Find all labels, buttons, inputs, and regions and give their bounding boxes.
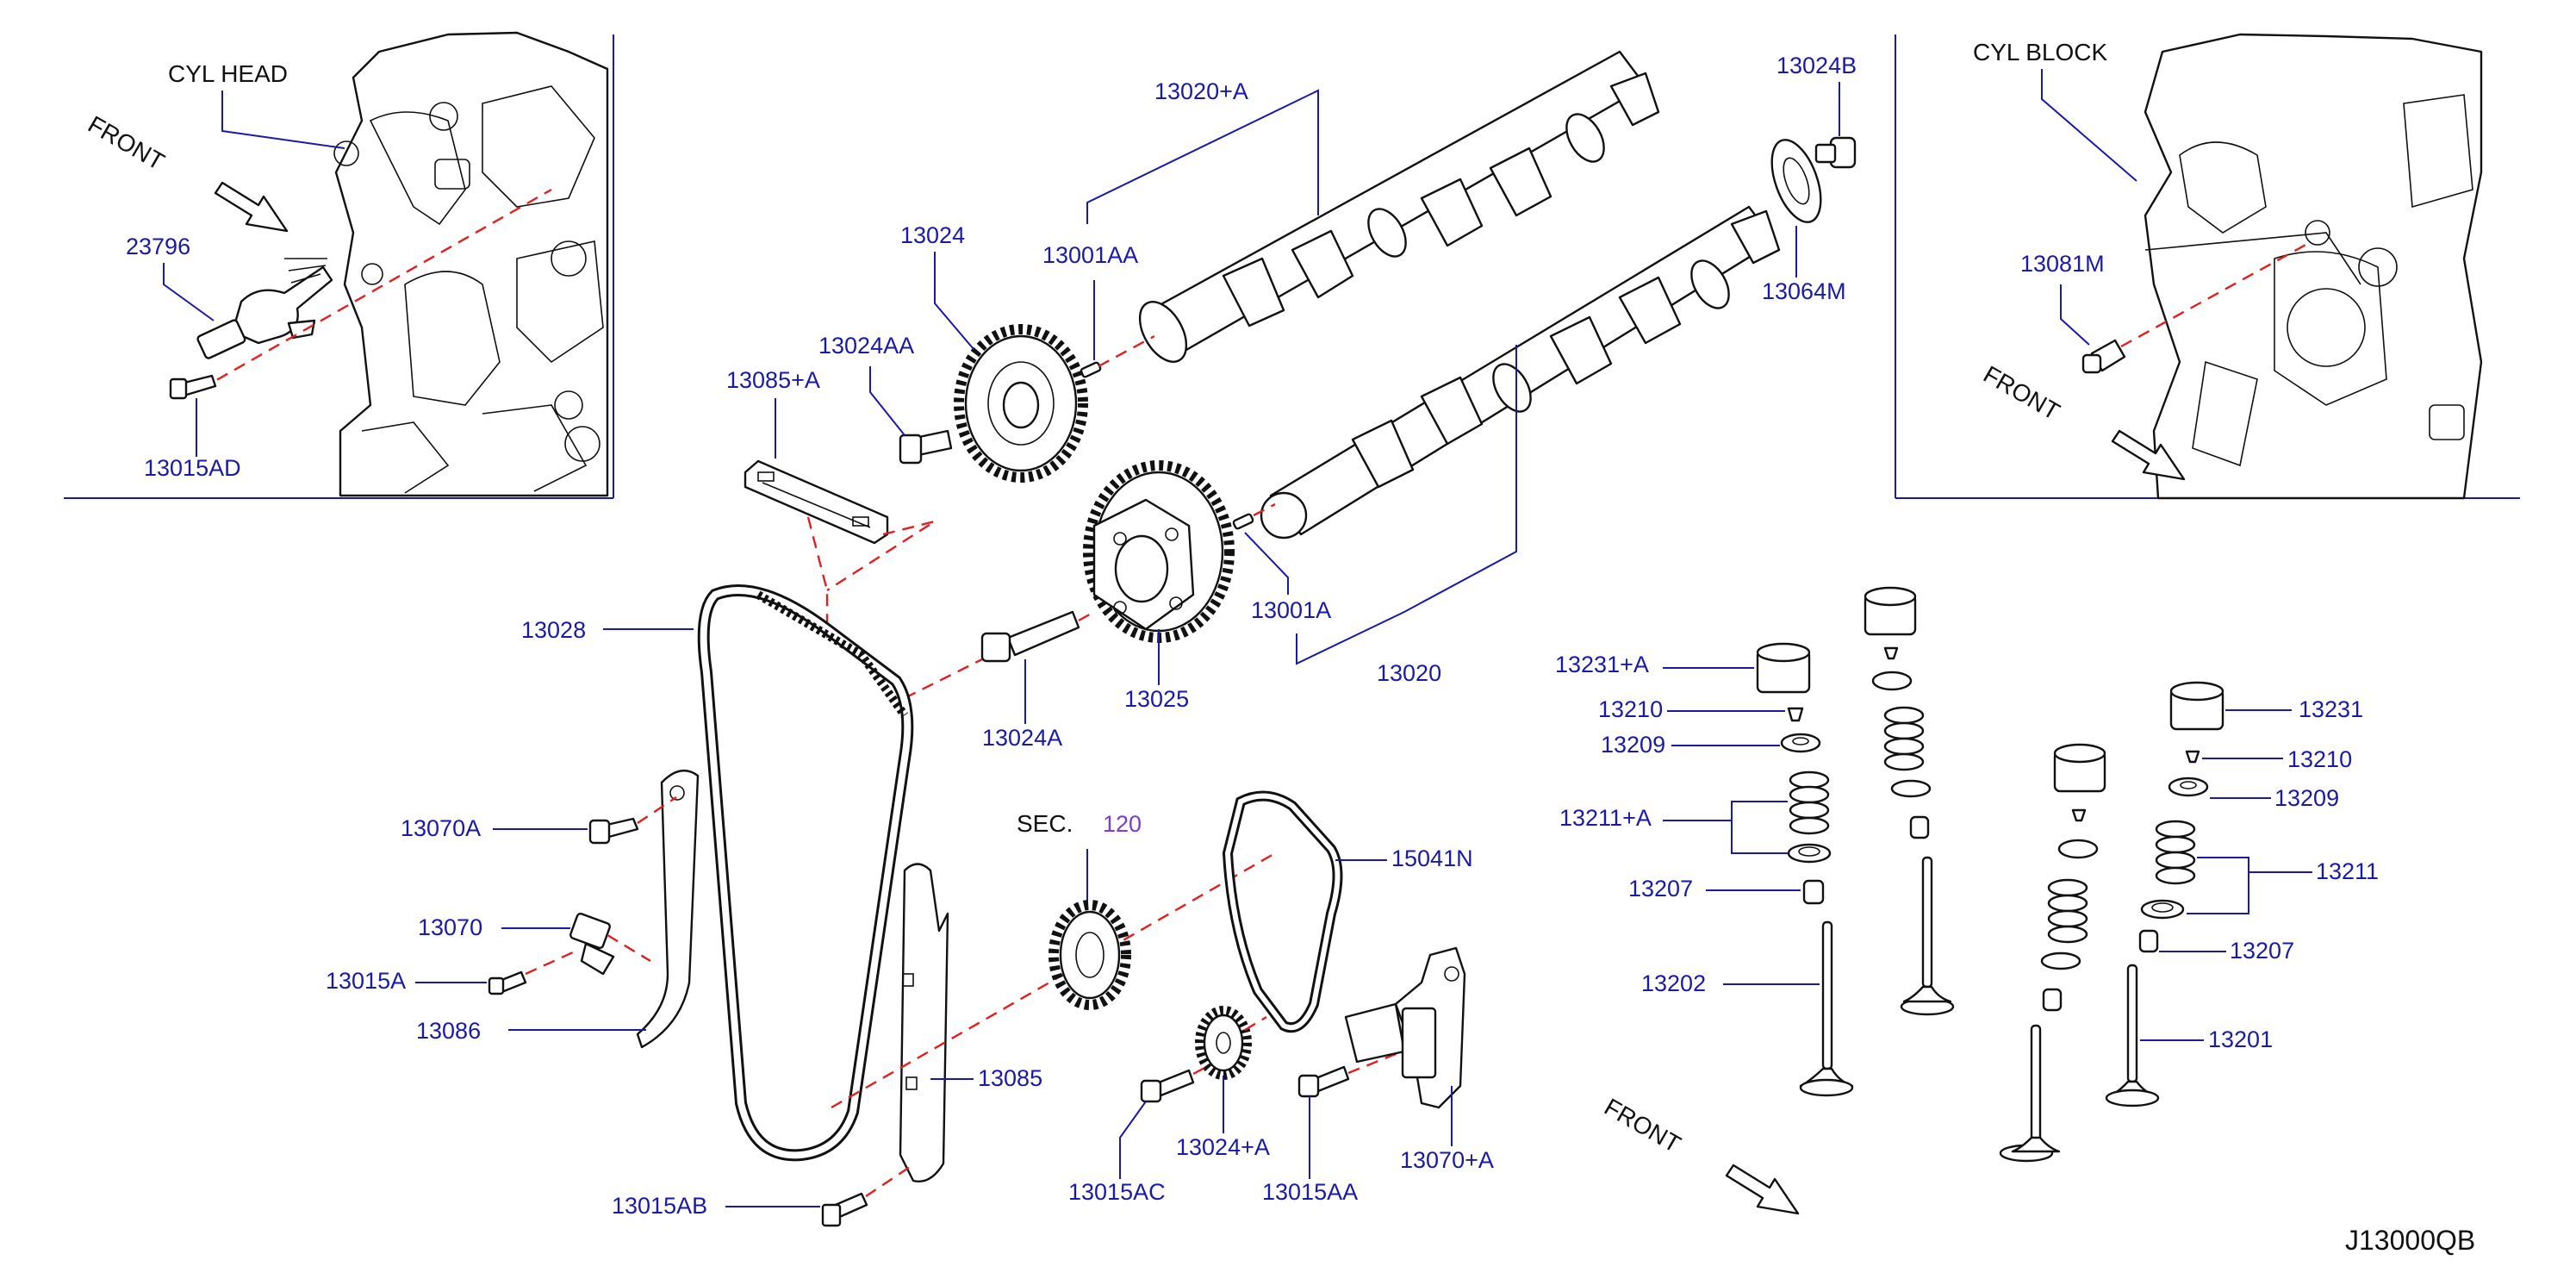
bolt-13015AA — [1297, 1065, 1350, 1098]
label-13015AA: 13015AA — [1262, 1179, 1358, 1205]
label-13231A: 13231+A — [1555, 652, 1649, 677]
label-13015AD: 13015AD — [144, 455, 241, 481]
front-label-left: FRONT — [84, 110, 169, 175]
front-arrow-icon-right — [2111, 429, 2186, 481]
label-13070: 13070 — [418, 914, 482, 940]
valve-stack-center — [1999, 743, 2106, 1163]
label-13001AA: 13001AA — [1042, 242, 1138, 268]
label-23796: 23796 — [126, 234, 190, 259]
label-13211: 13211 — [2316, 858, 2379, 884]
valve-seal-13207-left — [1802, 879, 1825, 905]
label-13024A: 13024A — [982, 725, 1062, 751]
valve-spring-13211 — [2140, 820, 2196, 920]
cyl-head-label: CYL HEAD — [168, 60, 288, 87]
bolt-13015AB — [821, 1192, 868, 1227]
front-arrow-icon-left — [214, 181, 289, 233]
inset-cyl-head: CYL HEAD FRONT 23796 13015AD — [64, 31, 614, 499]
valve-collet-13210-right — [2185, 750, 2200, 764]
label-13209-right: 13209 — [2274, 785, 2339, 811]
tension-guide-13085 — [899, 863, 949, 1182]
label-13015AC: 13015AC — [1068, 1179, 1166, 1205]
label-13001A: 13001A — [1251, 597, 1331, 623]
label-15041N: 15041N — [1391, 845, 1473, 871]
label-13015A: 13015A — [326, 968, 406, 994]
plug-13081M — [2081, 339, 2126, 374]
cyl-block-label: CYL BLOCK — [1973, 39, 2107, 66]
timing-chain-13028 — [697, 584, 914, 1162]
label-13085: 13085 — [978, 1065, 1042, 1091]
bolt-13015A — [488, 970, 527, 995]
valve-stack-middle — [1864, 586, 1955, 1016]
label-13020: 13020 — [1377, 660, 1441, 686]
cam-sprocket-13024 — [954, 324, 1088, 483]
label-13024plusA: 13024+A — [1176, 1134, 1270, 1160]
label-13015AB: 13015AB — [612, 1193, 707, 1219]
valve-13201 — [2105, 964, 2160, 1107]
front-arrow-icon-valves — [1725, 1164, 1800, 1215]
balancer-tensioner-13070plusA — [1344, 946, 1466, 1109]
bolt-13024B — [1814, 136, 1857, 169]
bolt-13024A — [980, 610, 1080, 663]
valve-lifter-13231A — [1756, 642, 1811, 694]
valve-collet-13210-left — [1787, 707, 1804, 722]
label-13081M: 13081M — [2020, 251, 2105, 277]
label-13211A: 13211+A — [1559, 805, 1652, 831]
front-label-right: FRONT — [1979, 360, 2064, 425]
label-13070A: 13070A — [401, 815, 481, 841]
bolt-13070A — [588, 817, 639, 845]
valve-lifter-13231 — [2169, 681, 2224, 731]
valve-seal-13207-right — [2138, 929, 2159, 953]
valve-spring-13211A — [1787, 771, 1832, 864]
valve-13202 — [1799, 920, 1854, 1097]
label-13207-left: 13207 — [1628, 876, 1693, 902]
spring-retainer-13209-left — [1780, 733, 1821, 753]
label-13020A: 13020+A — [1154, 78, 1248, 104]
inset-cyl-block: CYL BLOCK 13081M FRONT — [1895, 33, 2520, 500]
label-13207-right: 13207 — [2230, 938, 2294, 964]
signal-plate-13064M — [1770, 139, 1822, 223]
bolt-13015AD — [169, 374, 217, 400]
chain-tensioner-13070 — [569, 912, 615, 976]
label-13201: 13201 — [2208, 1026, 2273, 1052]
label-13086: 13086 — [416, 1018, 481, 1044]
slack-guide-13086 — [636, 769, 700, 1049]
front-label-valves: FRONT — [1600, 1093, 1685, 1157]
label-13209-left: 13209 — [1601, 732, 1665, 758]
label-13210-left: 13210 — [1598, 696, 1663, 722]
spring-retainer-13209-right — [2168, 777, 2209, 797]
label-13024B: 13024B — [1776, 53, 1857, 78]
camshaft-13020A — [1138, 50, 1660, 363]
cam-position-sensor — [196, 258, 333, 359]
label-13231: 13231 — [2299, 696, 2363, 722]
label-13202: 13202 — [1641, 970, 1706, 996]
section-ref-prefix: SEC. — [1017, 810, 1073, 837]
sprocket-13024plusA — [1195, 1006, 1252, 1080]
bolt-13024AA — [899, 429, 953, 465]
label-13024AA: 13024AA — [818, 333, 914, 359]
camshaft-13020 — [1260, 205, 1781, 540]
crank-sprocket — [1048, 900, 1131, 1010]
section-ref-number: 120 — [1103, 811, 1142, 837]
label-13025: 13025 — [1124, 686, 1189, 712]
label-13070plusA: 13070+A — [1400, 1147, 1494, 1173]
label-13028: 13028 — [521, 617, 586, 643]
dowel-pin-13001AA — [1080, 361, 1102, 378]
chain-guide-13085A — [744, 459, 889, 545]
bolt-13015AC — [1140, 1069, 1195, 1103]
vtc-sprocket-13025 — [1083, 460, 1235, 643]
diagram-code: J13000QB — [2345, 1225, 2475, 1256]
dowel-pin-13001A — [1232, 513, 1254, 530]
label-13024: 13024 — [900, 222, 965, 248]
label-13085A: 13085+A — [726, 367, 820, 393]
label-13210-right: 13210 — [2287, 746, 2352, 772]
balancer-chain-15041N — [1222, 790, 1343, 1033]
label-13064M: 13064M — [1762, 278, 1846, 304]
